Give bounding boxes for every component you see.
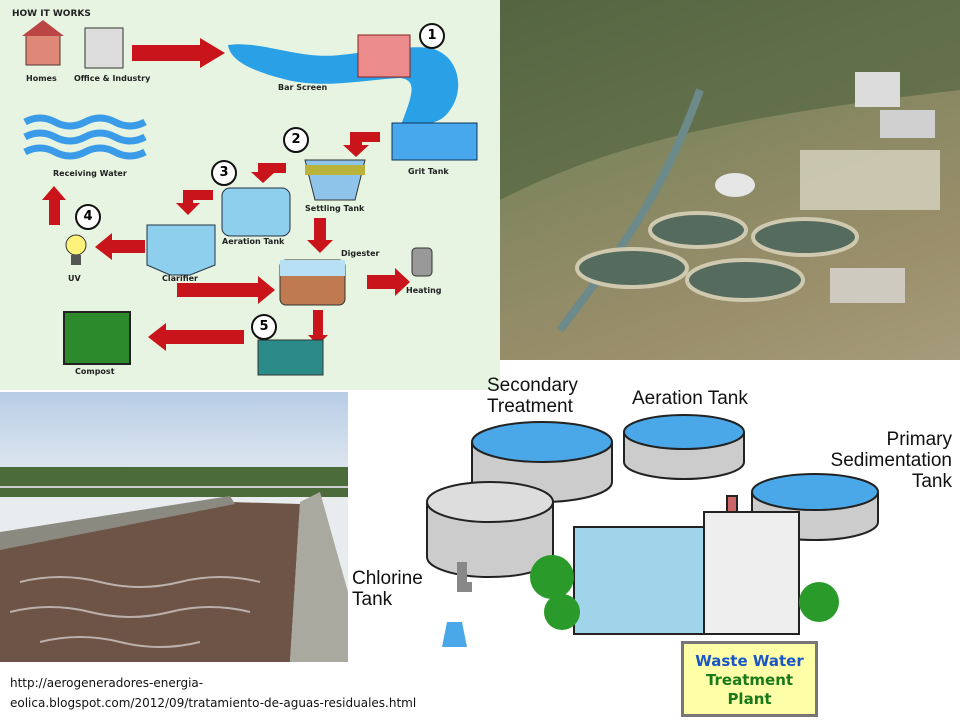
step-2-badge: 2 — [283, 127, 309, 153]
label-aeration-tank: Aeration Tank — [222, 237, 285, 246]
step-5-badge: 5 — [251, 314, 277, 340]
label-receiving-water: Receiving Water — [53, 169, 127, 178]
sign-line-1: Waste Water — [695, 652, 804, 670]
label-digester: Digester — [341, 249, 380, 258]
label-primary-sedimentation-tank: Primary Sedimentation Tank — [830, 429, 952, 492]
label-aeration-tank-schematic: Aeration Tank — [632, 388, 748, 409]
aerial-plant-photo — [500, 0, 960, 360]
label-grit-tank: Grit Tank — [408, 167, 449, 176]
how-it-works-diagram: HOW IT WORKS Homes Office & Industry Bar… — [0, 0, 500, 390]
caption-line-1: http://aerogeneradores-energia- — [10, 676, 204, 690]
step-1-badge: 1 — [419, 23, 445, 49]
label-bar-screen: Bar Screen — [278, 83, 328, 92]
step-3-badge: 3 — [211, 160, 237, 186]
aeration-basin-photo — [0, 392, 348, 662]
treatment-plant-schematic: Secondary Treatment Aeration Tank Primar… — [352, 372, 960, 720]
label-heating: Heating — [406, 286, 442, 295]
label-settling-tank: Settling Tank — [305, 204, 365, 213]
label-compost: Compost — [75, 367, 115, 376]
process-flow-graphics — [22, 20, 478, 376]
caption-line-2: eolica.blogspot.com/2012/09/tratamiento-… — [10, 696, 417, 710]
plant-sign: Waste Water Treatment Plant — [681, 641, 818, 717]
sign-line-3: Plant — [727, 690, 772, 708]
label-chlorine-tank: Chlorine Tank — [352, 568, 423, 610]
label-office-industry: Office & Industry — [74, 74, 151, 83]
label-uv: UV — [68, 274, 81, 283]
office-building-icon — [84, 27, 124, 69]
source-caption: http://aerogeneradores-energia- eolica.b… — [10, 673, 416, 713]
label-homes: Homes — [26, 74, 57, 83]
step-4-badge: 4 — [75, 204, 101, 230]
flow-arrows — [42, 38, 410, 351]
homes-icon — [22, 20, 64, 66]
label-clarifier: Clarifier — [162, 274, 198, 283]
label-secondary-treatment: Secondary Treatment — [487, 375, 578, 417]
sign-line-2: Treatment — [705, 671, 794, 689]
schematic-graphics — [426, 414, 879, 647]
diagram-title: HOW IT WORKS — [12, 9, 91, 19]
